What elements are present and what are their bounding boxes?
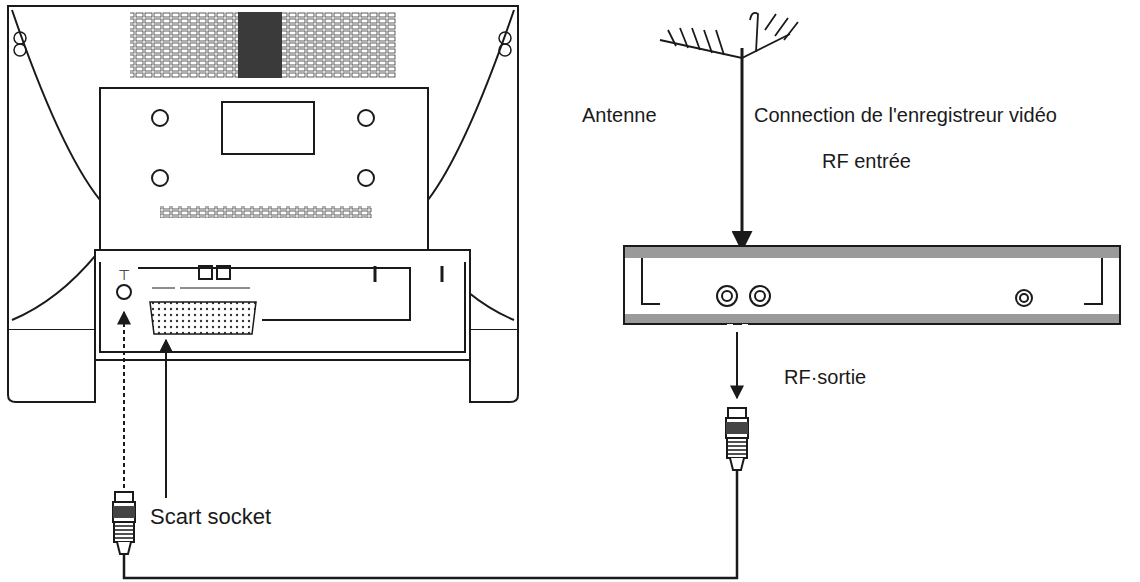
svg-text:⊤: ⊤ — [118, 267, 130, 283]
label: RF·sortie — [784, 366, 866, 389]
label: Connection de l'enregistreur vidéo — [754, 104, 1057, 127]
coax-cable — [113, 408, 748, 578]
pointer-arrow — [165, 340, 167, 498]
antenna — [660, 13, 798, 250]
label: Scart socket — [150, 504, 271, 529]
label: RF entrée — [822, 150, 911, 173]
tv-rear: ⊤ — [8, 6, 518, 402]
label: Antenne — [582, 104, 657, 127]
pointer-arrow — [123, 312, 125, 488]
video-recorder — [624, 246, 1120, 398]
